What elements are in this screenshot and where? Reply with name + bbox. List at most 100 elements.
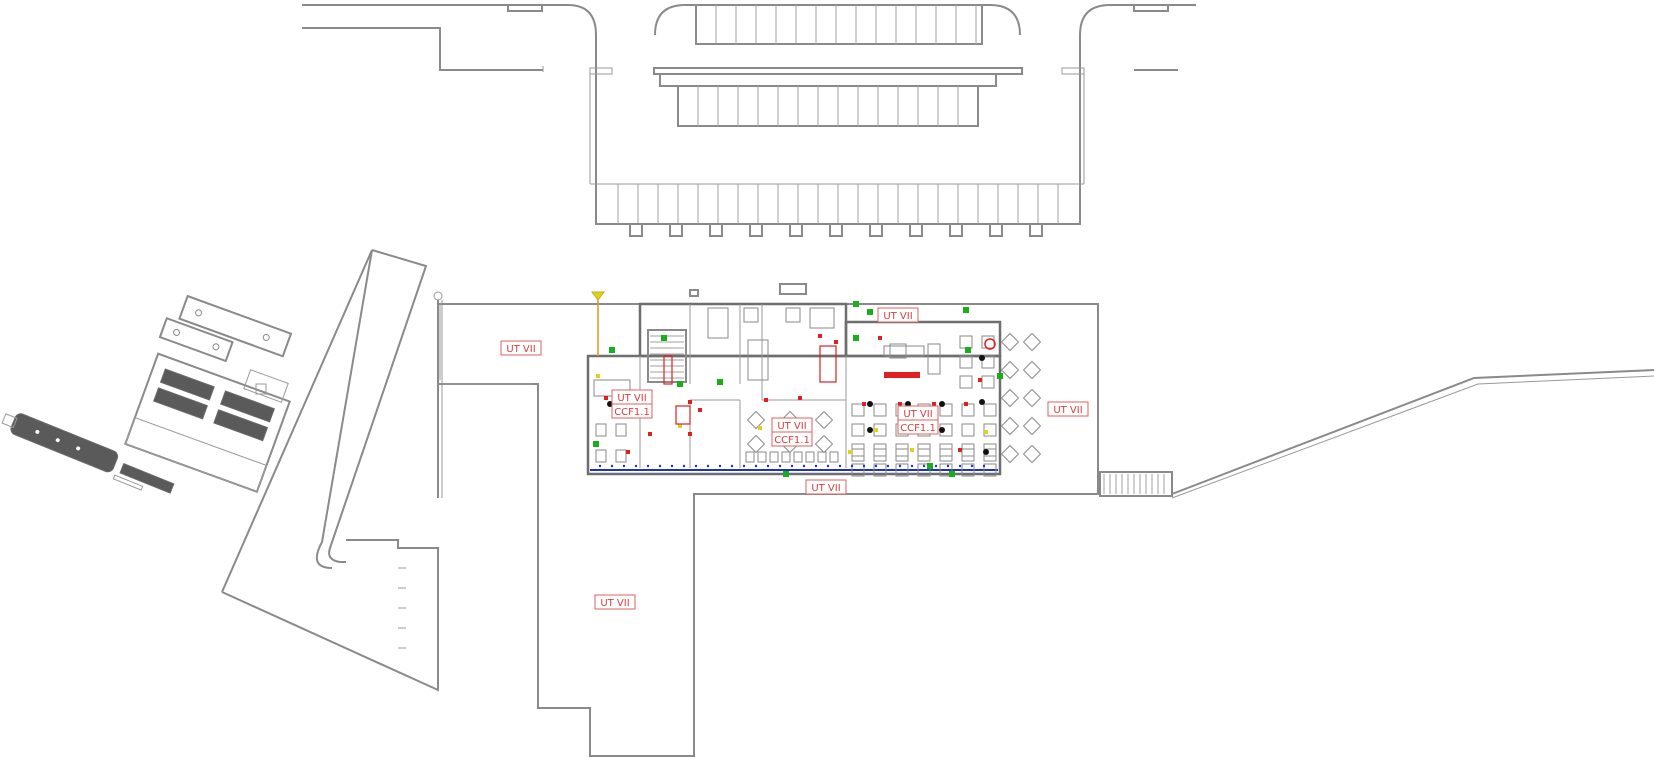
terrace-table [1000,444,1020,464]
fire-extinguisher-marker [964,402,968,406]
dining-table [961,443,975,457]
sprinkler-head-marker [939,427,945,433]
sprinkler-head-marker [867,427,873,433]
facade-mullion [934,464,938,468]
dining-table [873,403,887,417]
dining-table [895,463,909,477]
compartment-label-text: CCF1.1 [900,423,936,434]
dining-tables [851,335,997,477]
dining-table [917,443,931,457]
bench-seat [829,451,839,463]
fire-equipment-cabinet [675,405,691,425]
fire-extinguisher-marker [798,396,802,400]
facade-mullion [910,464,914,468]
dining-table [939,443,953,457]
emergency-light-marker [984,430,988,434]
facade-mullion [886,464,890,468]
zone-label-room-right: UT VII [897,405,939,421]
dining-table [851,463,865,477]
pillar [989,223,1003,237]
zone-label-text: UT VII [617,393,646,404]
fire-extinguisher-marker [688,400,692,404]
dining-table [959,355,973,369]
pillar [669,223,683,237]
facade-mullion [694,464,698,468]
facade-mullion [658,464,662,468]
fire-extinguisher-marker [604,396,608,400]
facade-mullion [922,464,926,468]
dining-table [983,463,997,477]
pillar [789,223,803,237]
exit-sign-marker [717,379,723,385]
upper-stand-rows [715,5,977,44]
fire-extinguisher-marker [626,450,630,454]
dining-table [981,355,995,369]
facade-mullion [754,464,758,468]
compartment-label-left: CCF1.1 [611,403,653,419]
north-building [302,4,1196,237]
terrace-table [1022,360,1042,380]
fire-extinguisher-marker [688,432,692,436]
facade-mullion [718,464,722,468]
facade-mullion [646,464,650,468]
fire-extinguisher-marker [648,432,652,436]
fire-extinguisher-marker [878,336,882,340]
compartment-label-text: CCF1.1 [774,435,810,446]
zone-label-text: UT VII [506,344,535,355]
emergency-light-marker [874,428,878,432]
facade-mullion [862,464,866,468]
terrace-table [1022,444,1042,464]
fire-extinguisher-marker [818,334,822,338]
terrace-table [1000,332,1020,352]
compartment-label-right: CCF1.1 [897,419,939,435]
facade-mullion [826,464,830,468]
exit-sign-marker [949,471,955,477]
dining-table [873,448,887,462]
dining-table [873,443,887,457]
dining-table [981,375,995,389]
facade-mullion [970,464,974,468]
armchair [595,423,607,437]
zone-label-text: UT VII [1053,405,1082,416]
exit-sign-marker [867,309,873,315]
bench-seat [769,451,779,463]
armchair [615,423,627,437]
facade-mullion [778,464,782,468]
middle-stand-rows [697,86,959,126]
dining-table [895,448,909,462]
dining-table [983,448,997,462]
dining-table [961,463,975,477]
exit-sign-marker [783,471,789,477]
exit-sign-marker [927,463,933,469]
dining-table [961,448,975,462]
emergency-light-marker [596,374,600,378]
emergency-light-marker [758,426,762,430]
zone-label-kitchen: UT VII [877,307,919,323]
dining-table [959,335,973,349]
emergency-light-marker [848,450,852,454]
dining-table [961,423,975,437]
sprinkler-head-marker [867,401,873,407]
fire-extinguisher-marker [862,402,866,406]
lower-stand-rows [617,184,1059,224]
facade-mullion [610,464,614,468]
fire-equipment-cabinet [663,355,673,385]
exit-sign-marker [963,307,969,313]
bench-seat [745,451,755,463]
internal-stair [650,335,684,379]
dining-table [981,335,995,349]
dining-table [917,463,931,477]
site-boundary [433,291,1654,757]
dining-table [939,463,953,477]
exit-sign-marker [997,373,1003,379]
fire-extinguisher-marker [764,398,768,402]
fire-extinguisher-marker [978,378,982,382]
terrace-table [1000,360,1020,380]
zone-label-text: UT VII [600,598,629,609]
dining-table [939,448,953,462]
facade-mullion [622,464,626,468]
zone-label-text: UT VII [811,483,840,494]
pillar [909,223,923,237]
facade-mullion [946,464,950,468]
terrace-tables [1000,332,1042,464]
